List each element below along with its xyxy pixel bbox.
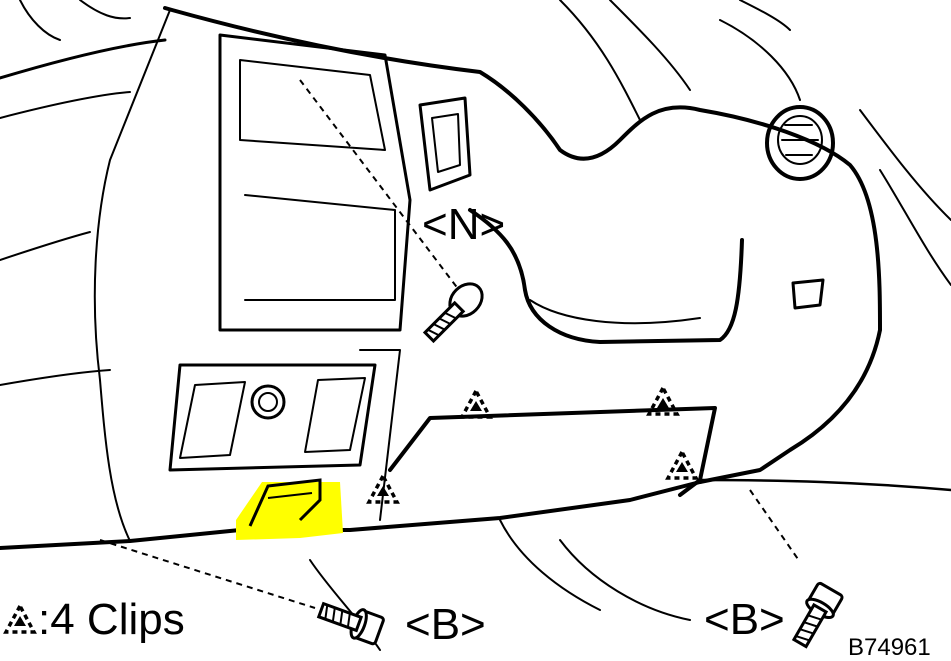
clip-triangle-icon <box>3 602 37 634</box>
clip-marker-4 <box>666 450 698 480</box>
clips-legend: :4 Clips <box>2 598 185 642</box>
bolt-icon <box>791 581 844 649</box>
highlighted-clip-area <box>236 478 343 540</box>
clips-legend-text: :4 Clips <box>38 595 185 644</box>
fastener-b-right-label: <B> <box>704 595 785 644</box>
clip-marker-2 <box>460 389 492 419</box>
screw-icon <box>422 282 484 344</box>
fastener-b-left-label: <B> <box>405 600 486 649</box>
leader-lines <box>99 79 801 609</box>
bolt-icon <box>316 601 385 646</box>
lower-panel-outline <box>0 6 882 550</box>
switch-bank-knob <box>250 384 286 420</box>
figure-code: B74961 <box>848 634 931 661</box>
fastener-n-label: <N> <box>422 200 506 249</box>
